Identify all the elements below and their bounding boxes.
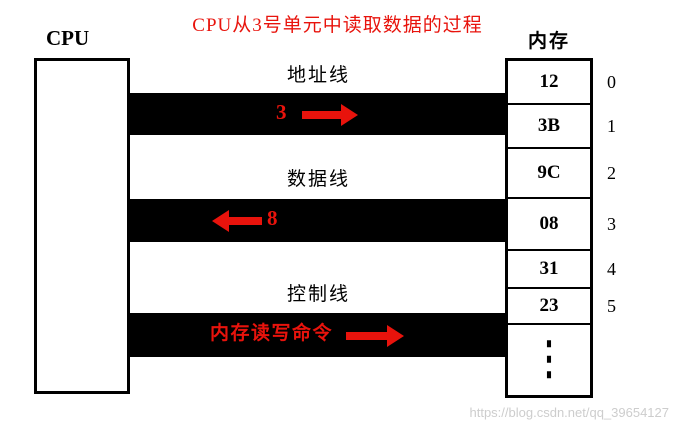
memory-cell-2: 9C — [508, 149, 590, 199]
cpu-box — [34, 58, 130, 394]
memory-cell-4: 31 — [508, 251, 590, 289]
data-bus-label: 数据线 — [286, 169, 350, 190]
memory-cell-value: 3B — [537, 115, 561, 136]
control-bus-annotation: 内存读写命令 — [210, 323, 334, 344]
memory-address-2: 2 — [607, 163, 616, 183]
memory-cell-value: 08 — [539, 213, 559, 234]
arrow-left-icon — [212, 210, 262, 232]
arrow-shaft — [302, 111, 343, 119]
memory-cell-value: 12 — [539, 71, 559, 92]
memory-cell-0: 12 — [508, 61, 590, 105]
arrow-shaft — [346, 332, 389, 340]
cpu-label: CPU — [46, 26, 90, 50]
memory-label: 内存 — [527, 31, 570, 52]
memory-cell-value: 23 — [539, 295, 559, 316]
memory-address-5: 5 — [607, 296, 616, 316]
memory-cell-value: 31 — [539, 258, 559, 279]
data-bus-bar — [130, 199, 507, 242]
control-bus-bar — [130, 313, 507, 357]
memory-cell-3: 08 — [508, 199, 590, 251]
memory-column: 12 3B 9C 08 31 23 ⋮ — [505, 58, 593, 398]
memory-address-3: 3 — [607, 214, 616, 234]
memory-cell-1: 3B — [508, 105, 590, 149]
memory-cell-5: 23 — [508, 289, 590, 325]
arrow-head — [387, 325, 404, 347]
memory-cell-ellipsis: ⋮ — [508, 325, 590, 395]
arrow-right-icon — [302, 104, 358, 126]
memory-address-4: 4 — [607, 259, 616, 279]
arrow-right-icon — [346, 325, 404, 347]
arrow-shaft — [227, 217, 262, 225]
diagram-title: CPU从3号单元中读取数据的过程 — [192, 15, 483, 36]
address-bus-label: 地址线 — [286, 65, 350, 86]
control-bus-label: 控制线 — [286, 284, 350, 305]
ellipsis-dots: ⋮ — [534, 334, 564, 384]
memory-cell-value: 9C — [537, 162, 561, 183]
arrow-head — [212, 210, 229, 232]
memory-address-0: 0 — [607, 72, 616, 92]
watermark: https://blog.csdn.net/qq_39654127 — [469, 405, 670, 420]
arrow-head — [341, 104, 358, 126]
data-bus-annotation: 8 — [267, 206, 278, 230]
memory-address-1: 1 — [607, 116, 616, 136]
address-bus-annotation: 3 — [276, 100, 287, 124]
